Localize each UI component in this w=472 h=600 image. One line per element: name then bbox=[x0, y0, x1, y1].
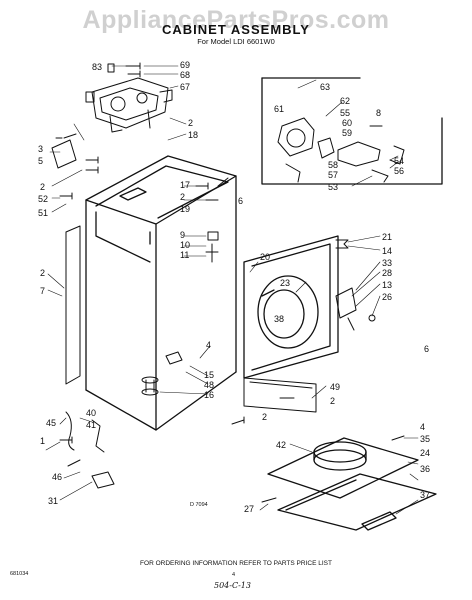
callout-4: 4 bbox=[420, 422, 425, 432]
motor-inset bbox=[261, 77, 443, 185]
callout-13: 13 bbox=[382, 280, 392, 290]
bracket-9-10-11 bbox=[205, 231, 219, 263]
callout-55: 55 bbox=[340, 108, 350, 118]
callout-68: 68 bbox=[180, 70, 190, 80]
callout-7: 7 bbox=[40, 286, 45, 296]
callout-38: 38 bbox=[274, 314, 284, 324]
callout-48: 48 bbox=[204, 380, 214, 390]
callout-23: 23 bbox=[280, 278, 290, 288]
callout-42: 42 bbox=[276, 440, 286, 450]
handwritten-note: 504-C-13 bbox=[214, 581, 251, 590]
callout-51: 51 bbox=[38, 208, 48, 218]
callout-58: 58 bbox=[328, 160, 338, 170]
model-subtitle: For Model LDI 6601W0 bbox=[197, 37, 275, 46]
callout-60: 60 bbox=[342, 118, 352, 128]
callout-3: 3 bbox=[38, 144, 43, 154]
page-title: CABINET ASSEMBLY bbox=[162, 22, 310, 37]
callout-35: 35 bbox=[420, 434, 430, 444]
callout-leaders bbox=[45, 65, 419, 515]
left-bracket bbox=[51, 137, 77, 169]
callout-52: 52 bbox=[38, 194, 48, 204]
screw-68 bbox=[127, 70, 141, 78]
base-assembly bbox=[267, 437, 437, 531]
ordering-note: FOR ORDERING INFORMATION REFER TO PARTS … bbox=[140, 560, 332, 567]
cabinet-box bbox=[85, 155, 237, 431]
callout-56: 56 bbox=[394, 166, 404, 176]
callout-2: 2 bbox=[180, 192, 185, 202]
callout-36: 36 bbox=[420, 464, 430, 474]
toe-panel bbox=[243, 377, 317, 413]
callout-62: 62 bbox=[340, 96, 350, 106]
callout-15: 15 bbox=[204, 370, 214, 380]
callout-11: 11 bbox=[180, 250, 189, 260]
callout-69: 69 bbox=[180, 60, 190, 70]
callout-6: 6 bbox=[424, 344, 429, 354]
callout-67: 67 bbox=[180, 82, 190, 92]
callout-61: 61 bbox=[274, 104, 284, 114]
callout-33: 33 bbox=[382, 258, 392, 268]
callout-8: 8 bbox=[376, 108, 381, 118]
callout-37: 37 bbox=[420, 490, 430, 500]
wire-harness bbox=[59, 411, 115, 489]
spring-21-14 bbox=[335, 239, 349, 249]
callout-46: 46 bbox=[52, 472, 62, 482]
clip-83 bbox=[107, 63, 115, 73]
catalog-code: 681034 bbox=[10, 571, 29, 577]
callout-6: 6 bbox=[238, 196, 243, 206]
callout-54: 54 bbox=[394, 156, 404, 166]
callout-1: 1 bbox=[40, 436, 45, 446]
callout-41: 41 bbox=[86, 420, 96, 430]
page-number: 4 bbox=[232, 572, 236, 578]
callout-2: 2 bbox=[40, 268, 45, 278]
callout-5: 5 bbox=[38, 156, 43, 166]
callout-45: 45 bbox=[46, 418, 56, 428]
callout-2: 2 bbox=[188, 118, 193, 128]
callout-21: 21 bbox=[382, 232, 392, 242]
front-panel bbox=[243, 235, 339, 379]
hinge-33-28 bbox=[335, 287, 376, 331]
callout-83: 83 bbox=[92, 62, 102, 72]
callout-2: 2 bbox=[330, 396, 335, 406]
callout-27: 27 bbox=[244, 504, 254, 514]
leveling-leg bbox=[141, 351, 183, 396]
callout-20: 20 bbox=[260, 252, 270, 262]
base-screws bbox=[231, 397, 405, 503]
callout-4: 4 bbox=[206, 340, 211, 350]
callout-18: 18 bbox=[188, 130, 198, 140]
callout-10: 10 bbox=[180, 240, 190, 250]
callout-31: 31 bbox=[48, 496, 58, 506]
callout-16: 16 bbox=[204, 390, 214, 400]
callout-28: 28 bbox=[382, 268, 392, 278]
callout-labels: 83 69 68 67 2 18 3 5 2 52 51 17 2 19 6 9… bbox=[38, 60, 430, 514]
callout-40: 40 bbox=[86, 408, 96, 418]
side-panel bbox=[65, 225, 81, 385]
callout-2: 2 bbox=[262, 412, 267, 422]
callout-2: 2 bbox=[40, 182, 45, 192]
callout-24: 24 bbox=[420, 448, 430, 458]
callout-53: 53 bbox=[328, 182, 338, 192]
callout-26: 26 bbox=[382, 292, 392, 302]
timer-assembly bbox=[85, 77, 173, 133]
screw-69 bbox=[125, 62, 141, 70]
callout-57: 57 bbox=[328, 170, 338, 180]
callout-63: 63 bbox=[320, 82, 330, 92]
callout-9: 9 bbox=[180, 230, 185, 240]
callout-49: 49 bbox=[330, 382, 340, 392]
callout-17: 17 bbox=[180, 180, 190, 190]
drawing-number: D 7094 bbox=[190, 502, 208, 508]
callout-59: 59 bbox=[342, 128, 352, 138]
left-screws bbox=[59, 133, 99, 200]
callout-19: 19 bbox=[180, 204, 190, 214]
callout-14: 14 bbox=[382, 246, 392, 256]
